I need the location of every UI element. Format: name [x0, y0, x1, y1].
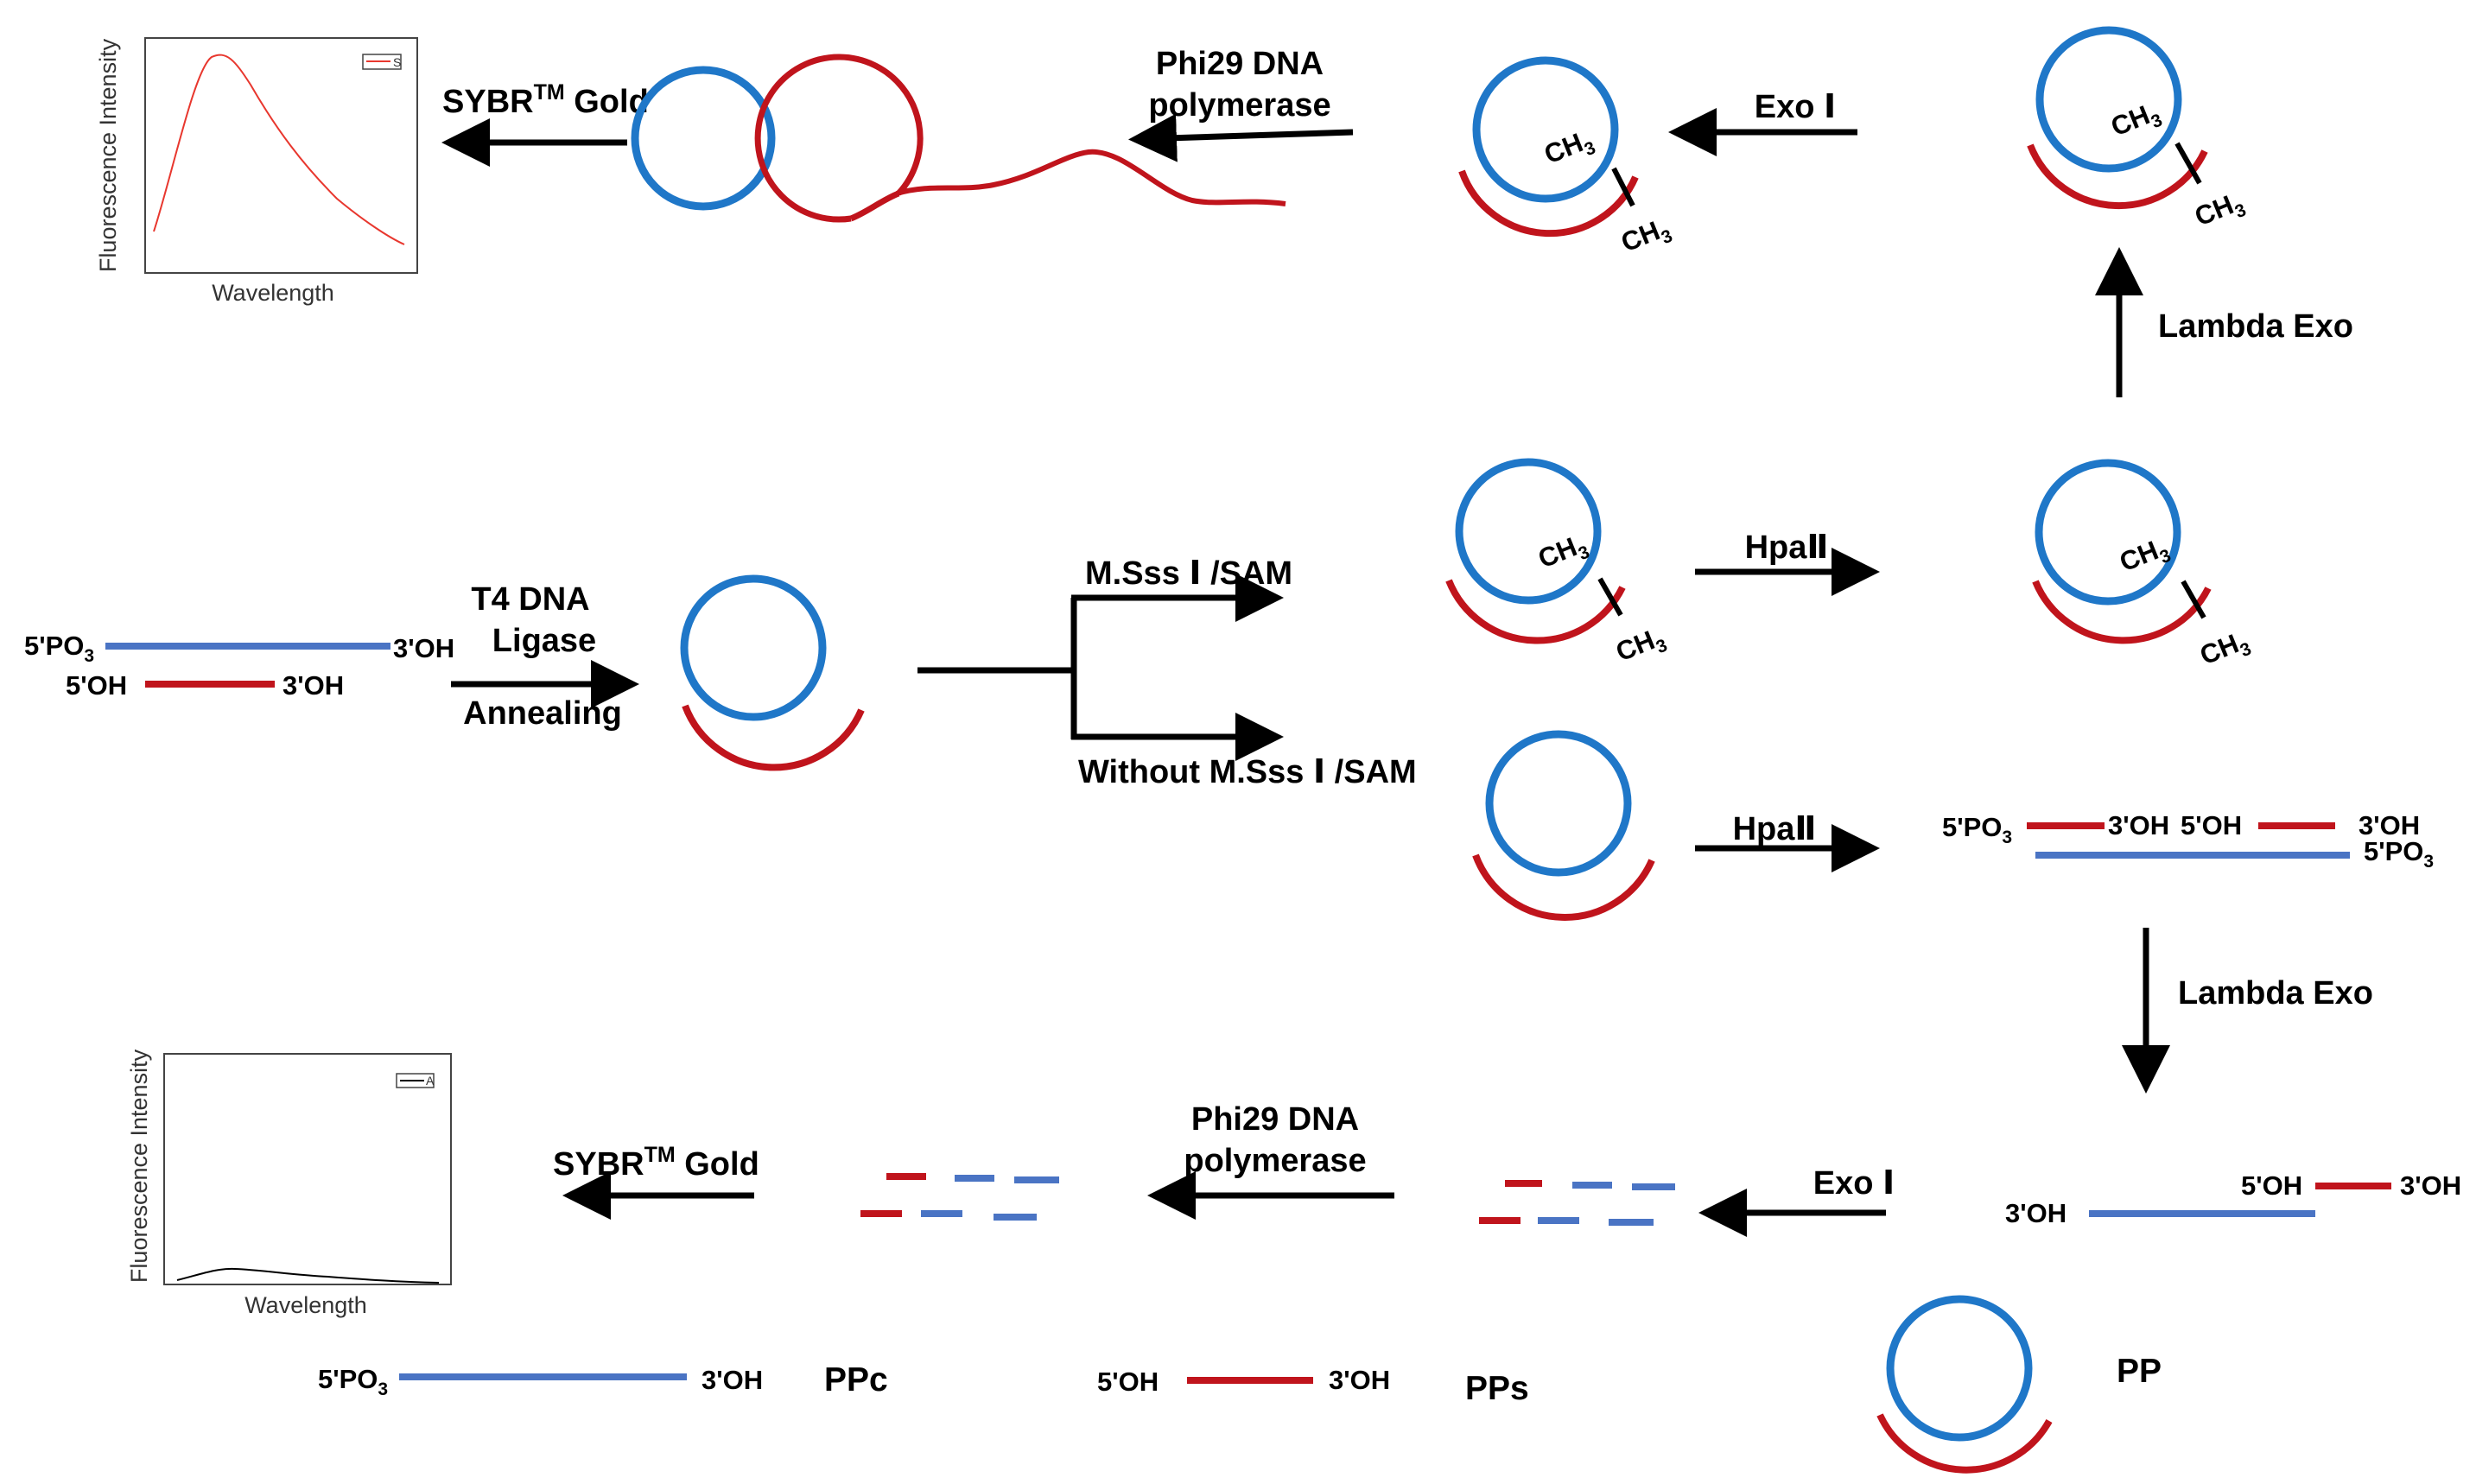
template-circle [1485, 730, 1632, 877]
svg-text:CH3: CH3 [1617, 212, 1676, 263]
key-pps: 5'OH 3'OH PPs [1097, 1365, 1529, 1407]
template-circle [1455, 458, 1602, 605]
rca-tail-strand [896, 149, 1286, 206]
hpa-label-methyl: HpaⅡ [1745, 530, 1829, 566]
ppc-label: PPc [824, 1361, 888, 1398]
template-circle [680, 574, 827, 721]
fluorescence-curve-high [153, 54, 405, 245]
svg-text:3'OH: 3'OH [283, 670, 344, 701]
exo-label-bottom: Exo Ⅰ [1813, 1165, 1895, 1202]
svg-text:5'OH: 5'OH [66, 670, 127, 701]
template-circle [2035, 459, 2181, 606]
pp-label: PP [2117, 1353, 2162, 1390]
probe-arc [1458, 169, 1639, 238]
x-axis-label: Wavelength [244, 1292, 367, 1318]
msss-label: M.Sss Ⅰ /SAM [1085, 555, 1292, 592]
svg-text:5'PO3: 5'PO3 [318, 1364, 388, 1399]
annealing-label: Annealing [463, 695, 622, 732]
fragments-after-phi29 [860, 1173, 1059, 1221]
methylated-circle-protected: CH3 CH3 [2027, 26, 2250, 237]
fragments-after-exo [1479, 1180, 1675, 1226]
svg-text:3'OH: 3'OH [702, 1365, 763, 1395]
methylated-circle: CH3 CH3 [1445, 458, 1671, 672]
probe-arc [682, 704, 865, 771]
t4-label-line1: T4 DNA [471, 581, 589, 618]
unmethylated-circle [1472, 730, 1655, 921]
legend-label: S [393, 55, 401, 69]
svg-text:CH3: CH3 [2191, 186, 2250, 237]
cleaved-duplex: 5'PO3 3'OH 5'OH 3'OH 5'PO3 [1942, 810, 2434, 872]
probe-arc [1445, 579, 1626, 644]
probe-arc [2032, 580, 2212, 644]
svg-text:3'OH: 3'OH [393, 633, 454, 663]
key-ppc: 5'PO3 3'OH PPc [318, 1361, 888, 1399]
branch-connector [917, 574, 1284, 761]
methylated-circle-after-exo: CH3 CH3 [1458, 56, 1676, 263]
rca-wrap-strand [754, 54, 924, 223]
svg-text:3'OH: 3'OH [2005, 1198, 2067, 1228]
svg-text:CH3: CH3 [2196, 625, 2255, 675]
methyl-bond [1611, 167, 1635, 207]
svg-text:3'OH: 3'OH [1329, 1365, 1390, 1395]
svg-text:5'OH: 5'OH [2181, 810, 2242, 840]
fluorescence-curve-low [176, 1267, 440, 1284]
probe-arc [1472, 853, 1655, 921]
x-axis-label: Wavelength [212, 280, 334, 306]
template-circle [1472, 56, 1619, 203]
svg-text:5'OH: 5'OH [2241, 1170, 2302, 1201]
svg-text:CH3: CH3 [2107, 96, 2166, 147]
hpa-label-plain: HpaⅡ [1733, 811, 1817, 847]
chart-frame [163, 1053, 452, 1285]
svg-text:3'OH: 3'OH [2400, 1170, 2461, 1201]
fluorescence-chart-low: A Wavelength Fluorescence Intensity [126, 1049, 452, 1318]
methyl-bond [2181, 580, 2206, 619]
methyl-bond [2174, 142, 2202, 185]
svg-text:5'PO3: 5'PO3 [2364, 836, 2434, 872]
exo-label-top: Exo Ⅰ [1755, 89, 1836, 125]
annealed-circle [680, 574, 865, 771]
key-pp: PP [1876, 1295, 2162, 1474]
arrow-phi29-top [1128, 113, 1354, 162]
phi29-label-top-line2: polymerase [1148, 87, 1330, 124]
sybr-gold-label-bottom: SYBRTM Gold [553, 1143, 759, 1183]
pps-label: PPs [1465, 1370, 1529, 1407]
phi29-label-bottom-line1: Phi29 DNA [1191, 1101, 1359, 1138]
linear-padlock-and-primer: 5'PO3 3'OH 5'OH 3'OH [24, 631, 454, 701]
svg-text:CH3: CH3 [1540, 124, 1599, 174]
phi29-label-bottom-line2: polymerase [1184, 1143, 1366, 1179]
svg-text:5'PO3: 5'PO3 [24, 631, 94, 666]
phi29-label-top-line1: Phi29 DNA [1156, 46, 1324, 82]
chart-frame [144, 37, 418, 274]
y-axis-label: Fluorescence Intensity [126, 1049, 152, 1283]
template-circle [1886, 1295, 2033, 1442]
template-circle [2035, 26, 2182, 173]
probe-arc [1876, 1413, 2053, 1474]
methyl-bond [1597, 577, 1623, 617]
lambda-label-top: Lambda Exo [2158, 308, 2353, 345]
y-axis-label: Fluorescence Intensity [95, 38, 121, 272]
t4-label-line2: Ligase [492, 623, 596, 659]
methylated-circle-uncut: CH3 CH3 [2032, 459, 2255, 675]
legend-label: A [426, 1074, 435, 1088]
digested-duplex: 3'OH 5'OH 3'OH [2005, 1170, 2461, 1228]
svg-text:5'PO3: 5'PO3 [1942, 812, 2012, 847]
svg-text:5'OH: 5'OH [1097, 1367, 1159, 1397]
probe-arc [2027, 143, 2208, 210]
svg-text:3'OH: 3'OH [2108, 810, 2169, 840]
sybr-gold-label-top: SYBRTM Gold [442, 80, 649, 120]
svg-text:SYBRTM Gold: SYBRTM Gold [553, 1143, 759, 1183]
svg-text:CH3: CH3 [1612, 621, 1671, 672]
svg-text:3'OH: 3'OH [2359, 810, 2420, 840]
without-msss-label: Without M.Sss Ⅰ /SAM [1078, 754, 1417, 790]
fluorescence-chart-high: S Wavelength Fluorescence Intensity [95, 37, 418, 306]
lambda-label-right: Lambda Exo [2178, 975, 2373, 1012]
rca-product [631, 54, 1286, 223]
svg-text:SYBRTM Gold: SYBRTM Gold [442, 80, 649, 120]
template-circle [631, 66, 776, 211]
